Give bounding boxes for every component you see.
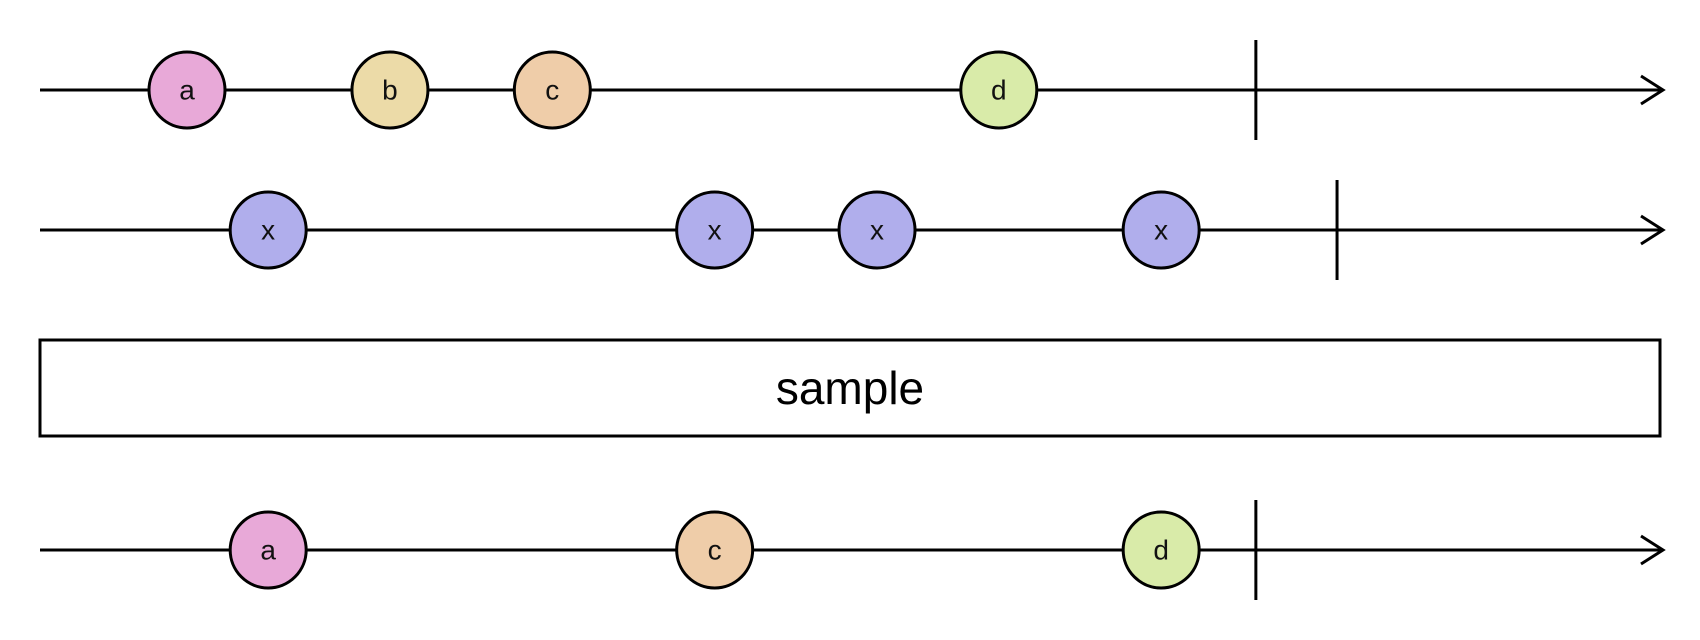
marble-d: d (1121, 510, 1201, 590)
marble-label: x (708, 215, 722, 246)
marble-label: x (870, 215, 884, 246)
marble-circle (837, 190, 917, 270)
marble-circle (228, 510, 308, 590)
marble-a: a (228, 510, 308, 590)
marble-a: a (147, 50, 227, 130)
marble-circle (959, 50, 1039, 130)
operator-label: sample (776, 362, 924, 414)
arrowhead-icon (1640, 214, 1666, 246)
marble-d: d (959, 50, 1039, 130)
marble-x: x (1121, 190, 1201, 270)
operator-box: sample (38, 338, 1662, 438)
marble-circle (147, 50, 227, 130)
marble-c: c (512, 50, 592, 130)
marble-label: c (545, 75, 559, 106)
marble-label: d (1153, 535, 1169, 566)
marble-circle (1121, 190, 1201, 270)
marble-c: c (675, 510, 755, 590)
marble-circle (1121, 510, 1201, 590)
marble-label: x (261, 215, 275, 246)
arrowhead-icon (1640, 74, 1666, 106)
marble-x: x (675, 190, 755, 270)
marble-circle (675, 510, 755, 590)
marble-label: b (382, 75, 398, 106)
marble-circle (350, 50, 430, 130)
marble-label: a (260, 535, 276, 566)
source-stream: a b c d (40, 40, 1666, 140)
marble-circle (675, 190, 755, 270)
marble-b: b (350, 50, 430, 130)
marble-label: x (1154, 215, 1168, 246)
arrowhead-icon (1640, 534, 1666, 566)
marble-label: d (991, 75, 1007, 106)
marble-label: a (179, 75, 195, 106)
marble-circle (228, 190, 308, 270)
marble-x: x (837, 190, 917, 270)
marble-label: c (708, 535, 722, 566)
marble-circle (512, 50, 592, 130)
operator-box-frame (38, 338, 1662, 438)
marble-x: x (228, 190, 308, 270)
